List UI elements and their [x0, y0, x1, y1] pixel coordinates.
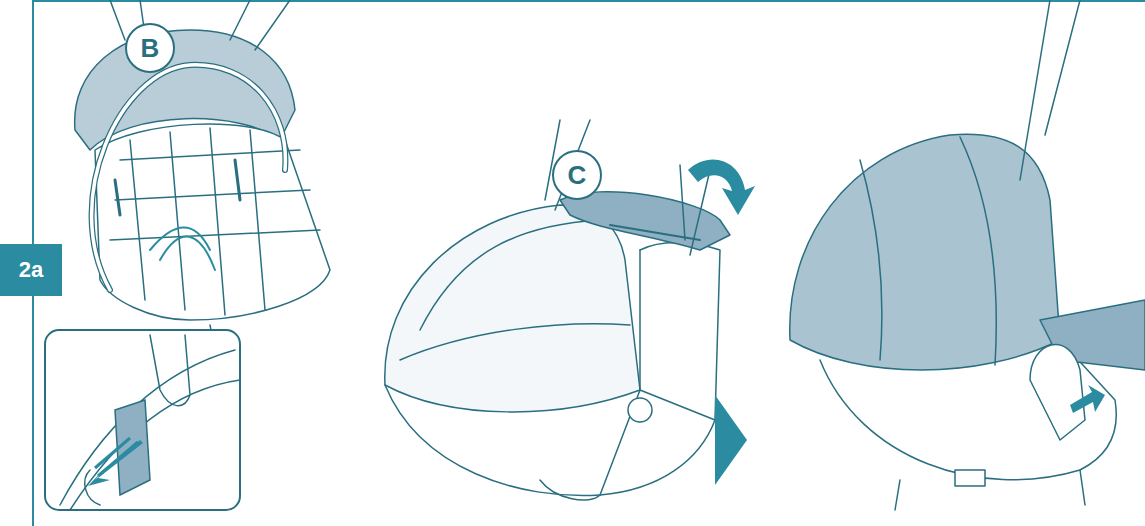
step-letter: B — [125, 23, 175, 73]
step-letter: C — [552, 150, 602, 200]
node-text: 2a — [19, 257, 43, 283]
node-text: B — [141, 33, 160, 64]
figure-number: 2a — [0, 244, 62, 296]
node-text: C — [568, 160, 587, 191]
